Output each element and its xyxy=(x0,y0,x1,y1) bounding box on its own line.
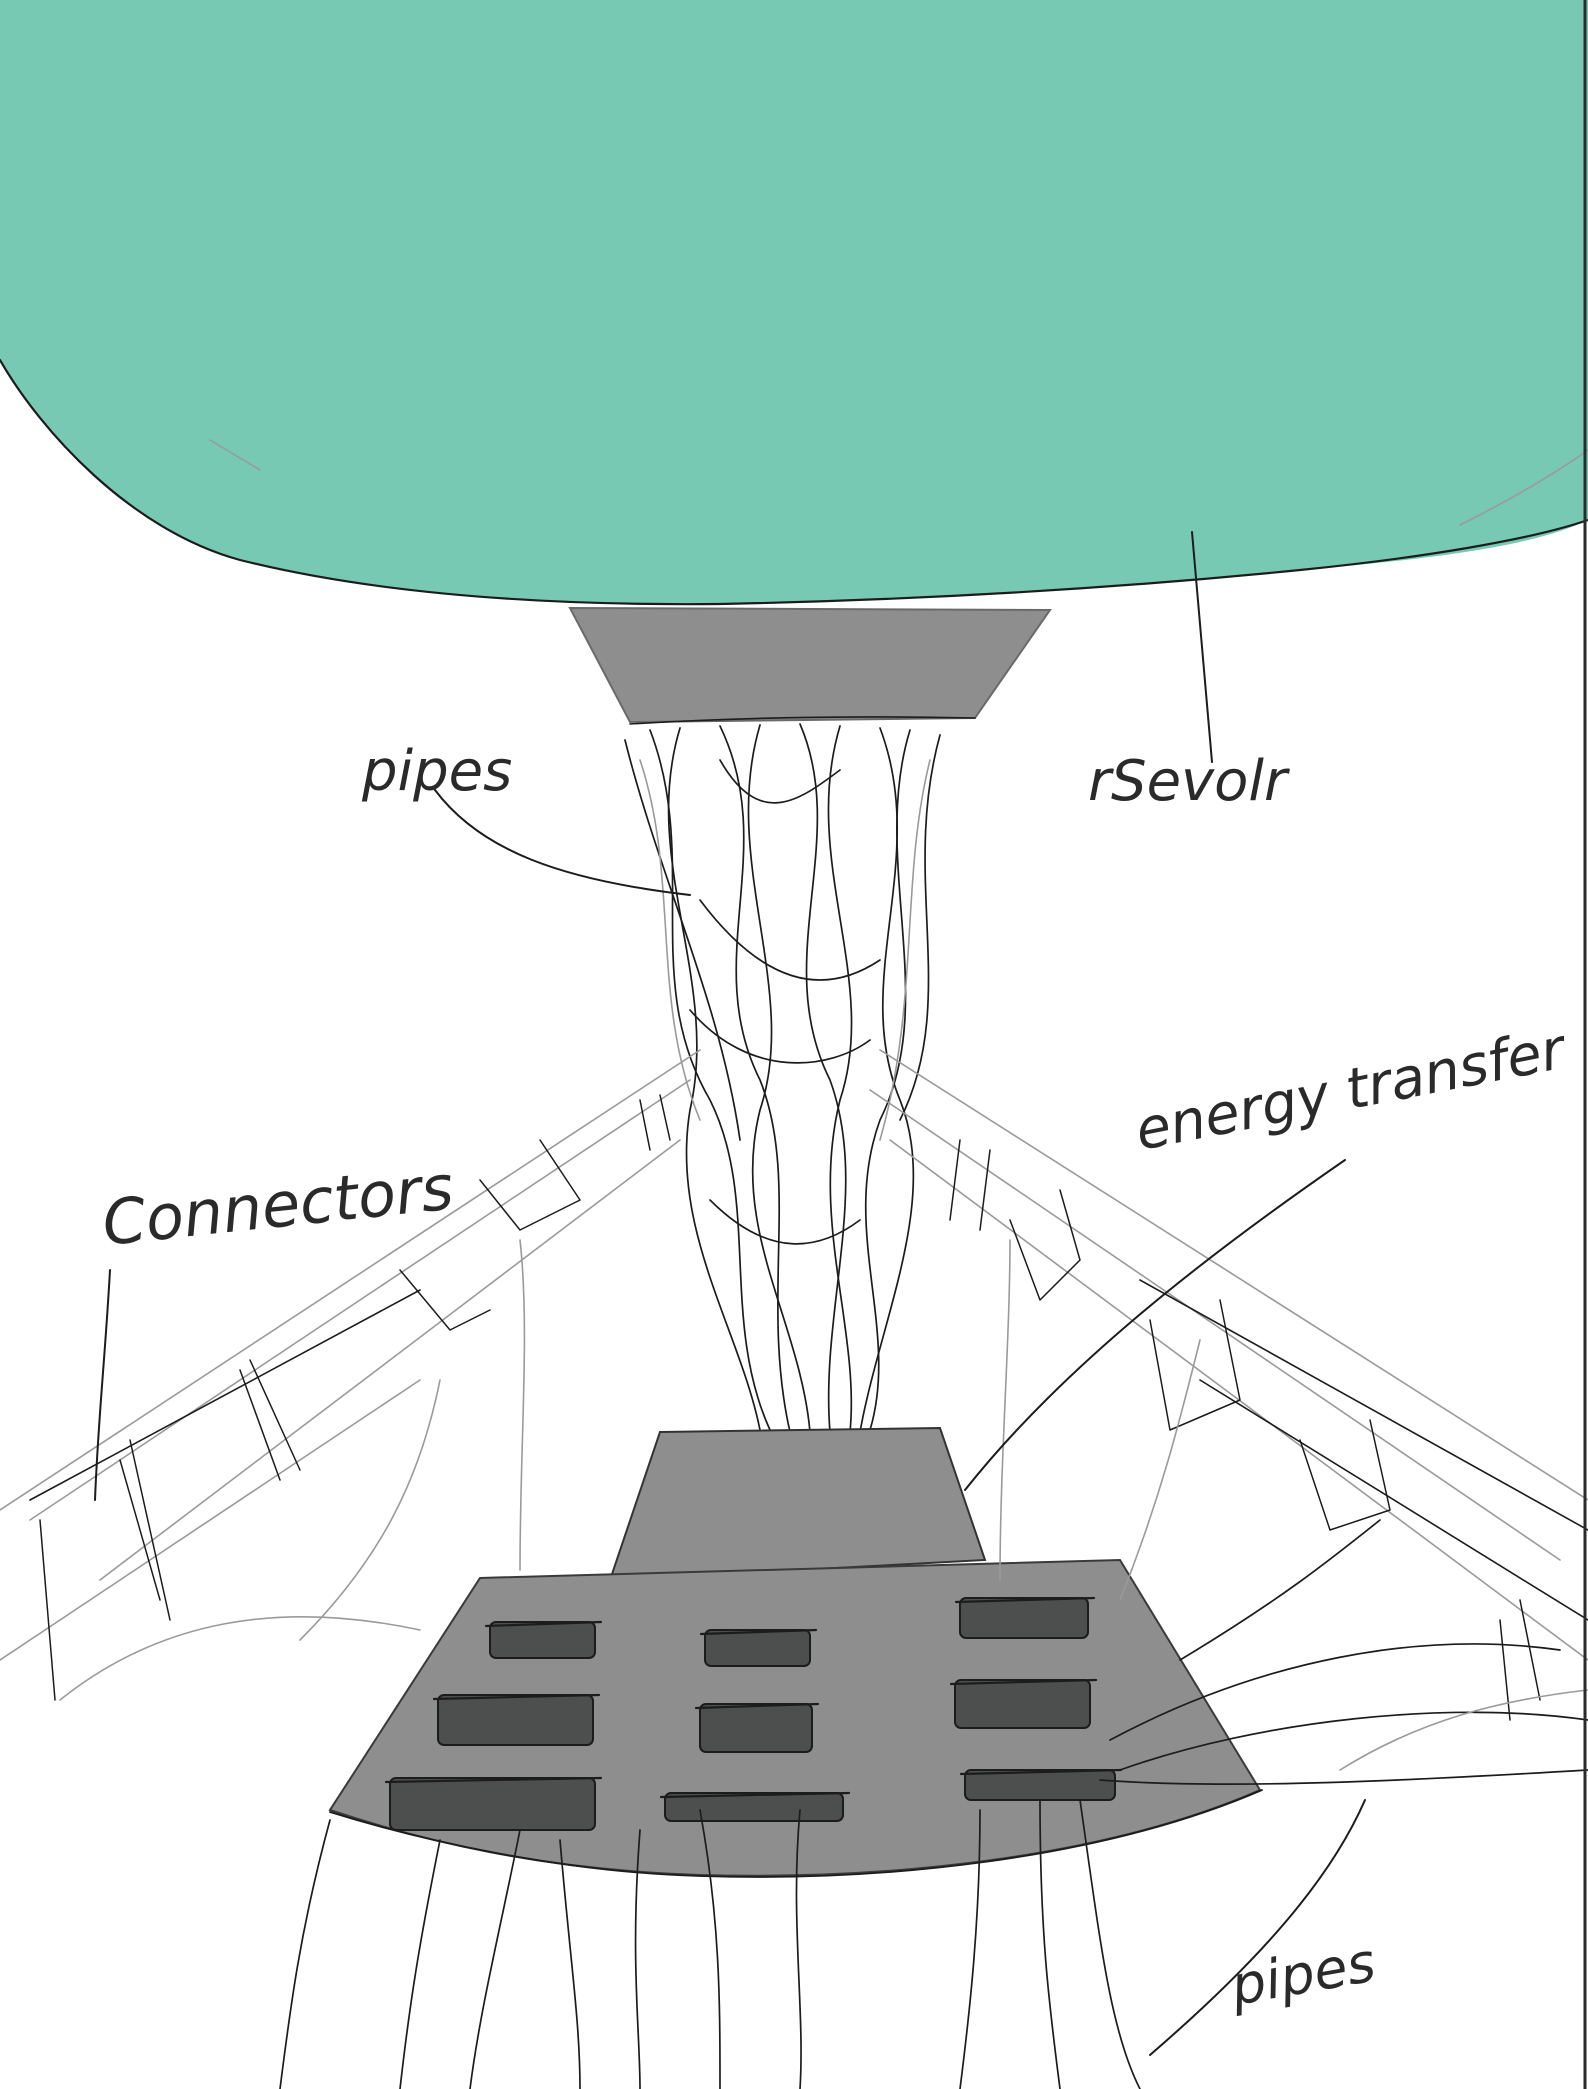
label-reservoir: rSevolr xyxy=(1088,749,1290,814)
hub-slot xyxy=(700,1704,812,1752)
hub-slot xyxy=(390,1778,595,1830)
leader-connectors xyxy=(95,1270,110,1500)
label-energy-transfer: energy transfer xyxy=(1130,1016,1572,1163)
hub-slots xyxy=(386,1598,1121,1830)
hub-slot xyxy=(965,1770,1115,1800)
hub-slot xyxy=(955,1680,1090,1728)
hub-slot xyxy=(705,1630,810,1666)
leader-pipes-bottom xyxy=(1150,1800,1365,2055)
label-pipes-top: pipes xyxy=(361,739,512,804)
pipe-bundle xyxy=(625,724,940,1432)
label-pipes-bottom: pipes xyxy=(1225,1931,1380,2018)
reservoir-dome xyxy=(0,0,1588,604)
hub-slot xyxy=(960,1598,1088,1638)
reservoir-neck xyxy=(570,608,1050,722)
hub-slot xyxy=(490,1622,595,1658)
hub-slot xyxy=(438,1695,593,1745)
leader-energy-transfer xyxy=(965,1160,1345,1490)
energy-transfer-block xyxy=(610,1428,985,1580)
label-connectors: Connectors xyxy=(99,1151,457,1260)
